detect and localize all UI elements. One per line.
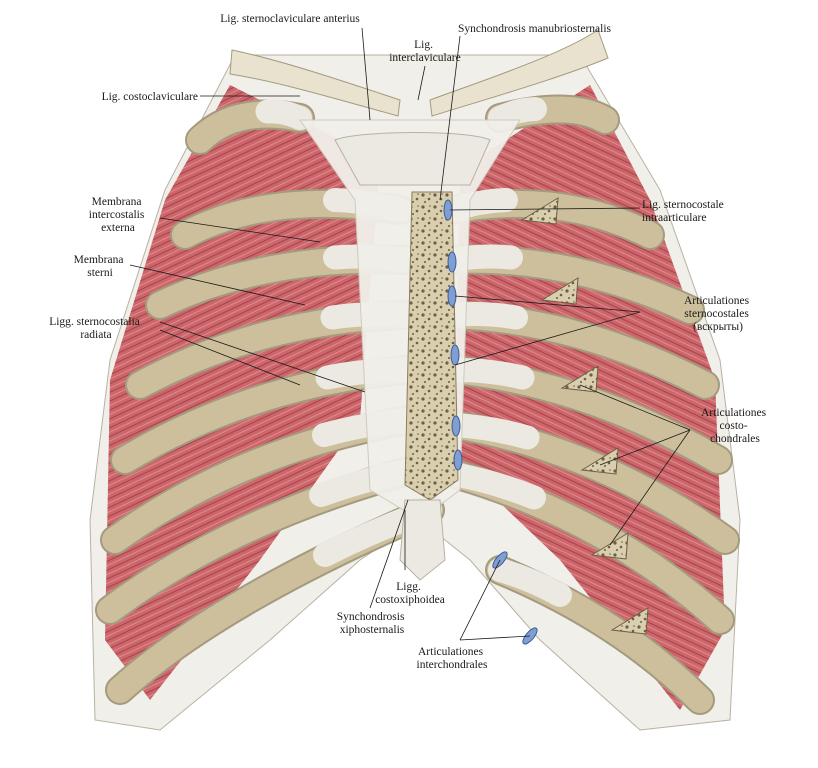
label-membrana-sterni: Membrana sterni <box>74 254 127 279</box>
label-articulationes-interchondrales: Articulationes interchondrales <box>417 646 488 671</box>
joint-2 <box>447 251 457 273</box>
label-ligg-costoxiphoidea: Ligg. costoxiphoidea <box>375 581 445 606</box>
xiphoid-process <box>399 499 446 581</box>
clavicle-left <box>229 49 401 117</box>
joint-3 <box>447 285 457 307</box>
label-synchondrosis-xiphosternalis: Synchondrosis xiphosternalis <box>337 611 408 636</box>
cut-surface-2 <box>540 277 579 305</box>
label-ligg-sternocostalia-radiata: Ligg. sternocostalia radiata <box>49 316 143 341</box>
manubrium <box>334 132 491 186</box>
costochondral-cut-surfaces <box>520 197 649 635</box>
rib-right-5-cartilage <box>443 357 535 390</box>
label-lig-sternocostale-intraarticulare: Lig. sternocostale intraarticulare <box>642 199 727 224</box>
label-synchondrosis-manubriosternalis: Synchondrosis manubriosternalis <box>458 23 612 35</box>
cut-surface-3 <box>560 365 599 393</box>
leader-lines <box>129 27 691 641</box>
rib-right-8-cartilage <box>488 558 572 607</box>
joint-6 <box>453 449 463 471</box>
label-articulationes-sternocostales: Articulationes sternocostales (вскрыты) <box>684 295 752 333</box>
cut-surface-5 <box>590 532 629 560</box>
cut-surface-6 <box>610 607 649 635</box>
rib-right-7-cartilage <box>446 463 546 510</box>
label-lig-sternoclaviculare-anterius: Lig. sternoclaviculare anterius <box>220 13 360 25</box>
joint-4 <box>450 344 460 366</box>
rib-right-1-cartilage <box>488 97 547 130</box>
label-lig-interclaviculare: Lig. interclaviculare <box>389 39 461 64</box>
label-lig-costoclaviculare: Lig. costoclaviculare <box>102 91 198 103</box>
label-articulationes-costochondrales: Articulationes costo- chondrales <box>701 407 769 445</box>
label-membrana-intercostalis-externa: Membrana intercostalis externa <box>89 196 147 234</box>
rib-left-1-cartilage <box>255 99 312 130</box>
sternum-body <box>404 191 459 501</box>
rib-right-6-cartilage <box>443 413 540 450</box>
labels: Lig. sternoclaviculare anterius Lig. int… <box>49 13 769 671</box>
clavicle-right <box>429 29 609 117</box>
joint-5 <box>451 415 461 437</box>
cut-surface-4 <box>580 447 619 475</box>
